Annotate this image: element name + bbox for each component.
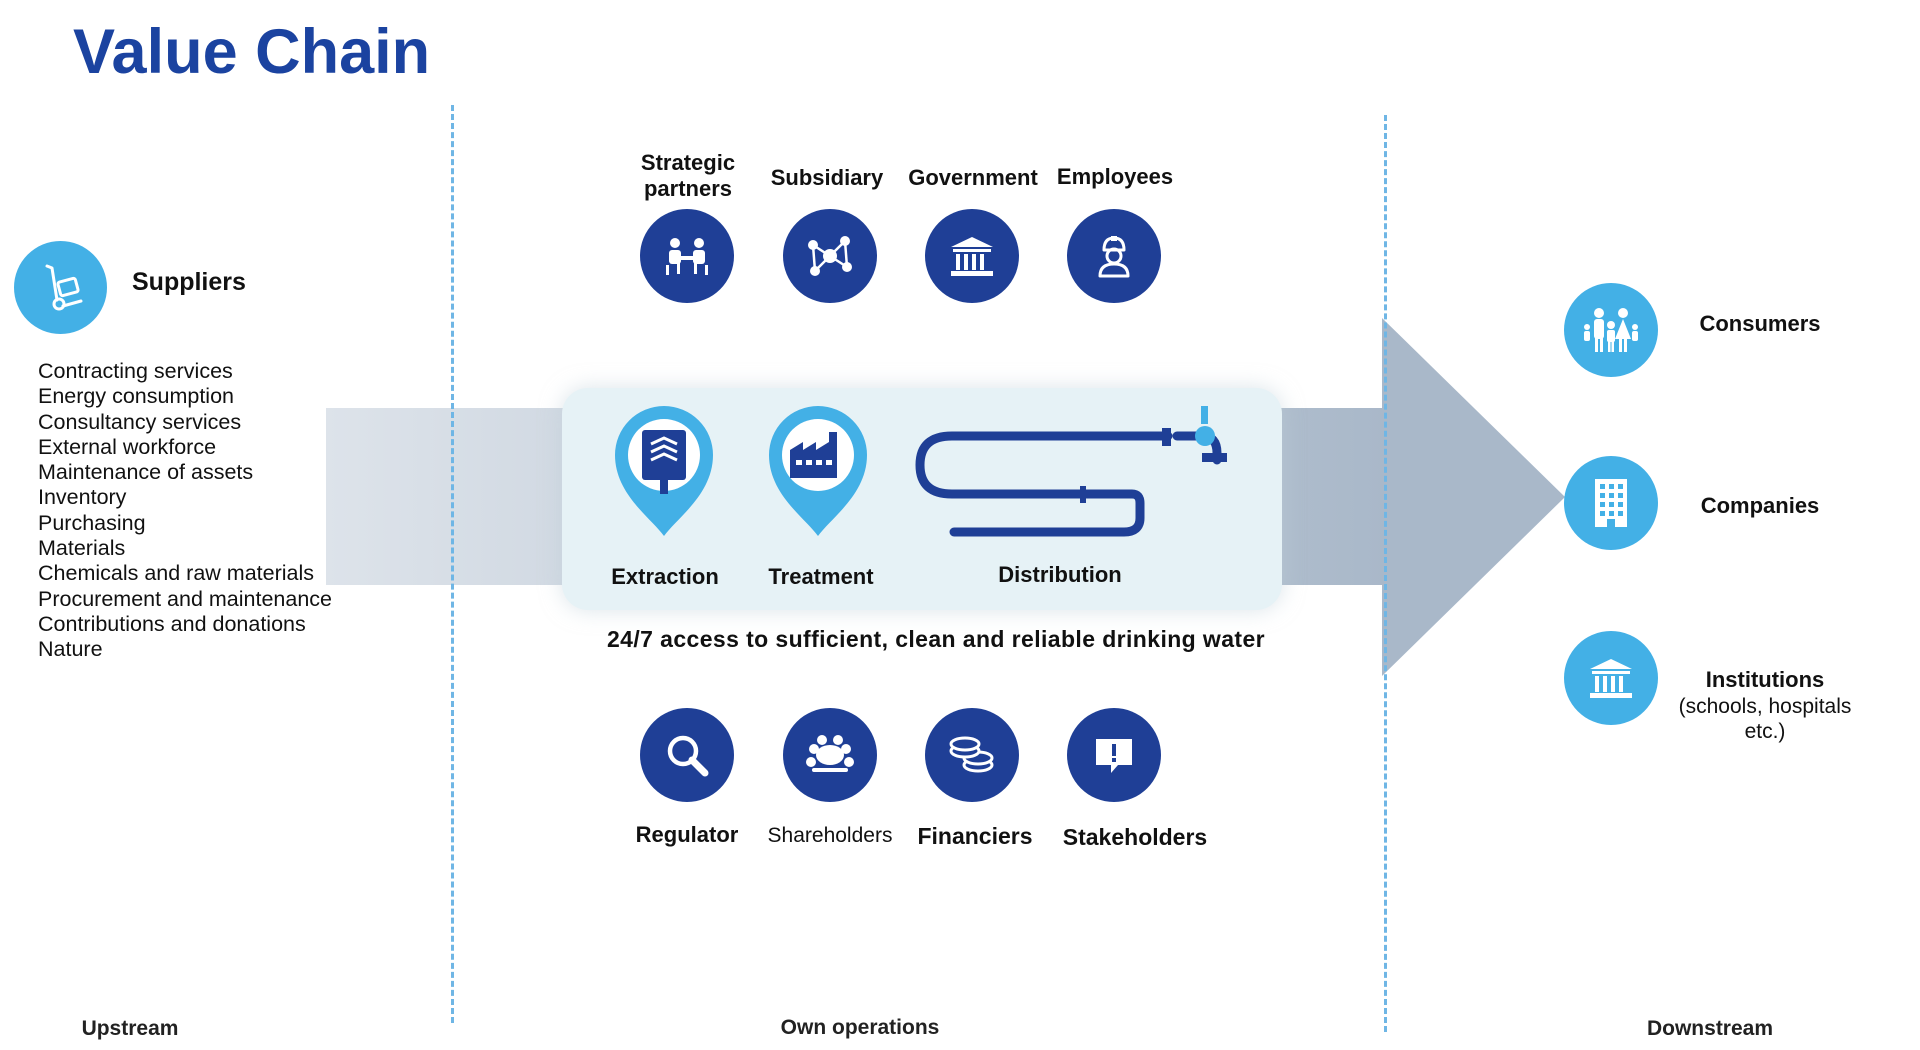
- list-item: Nature: [38, 637, 103, 662]
- consumers-icon: [1564, 283, 1658, 377]
- list-item: Purchasing: [38, 510, 146, 535]
- list-item: Procurement and maintenance: [38, 586, 333, 611]
- section-downstream: Downstream: [1646, 1017, 1774, 1040]
- regulator-icon: [640, 708, 734, 802]
- list-item: External workforce: [38, 434, 217, 459]
- list-item: Maintenance of assets: [38, 460, 254, 485]
- list-item: Contributions and donations: [38, 611, 306, 636]
- distribution-label: Distribution: [998, 562, 1122, 587]
- consumers-label: Consumers: [1699, 311, 1821, 336]
- treatment-label: Treatment: [768, 564, 874, 589]
- shareholders-label: Shareholders: [767, 824, 893, 847]
- mission-tagline: 24/7 access to sufficient, clean and rel…: [606, 626, 1266, 652]
- suppliers-list: Contracting services Energy consumption …: [38, 359, 332, 663]
- financiers-label: Financiers: [917, 823, 1033, 849]
- strategic-partners-label: Strategic partners: [640, 150, 736, 201]
- divider-upstream: [451, 105, 454, 1023]
- institutions-label: Institutions: [1705, 667, 1825, 692]
- suppliers-icon: [14, 241, 107, 334]
- list-item: Contracting services: [38, 359, 233, 383]
- divider-downstream: [1384, 115, 1387, 1032]
- extraction-icon: [615, 406, 713, 536]
- employees-label: Employees: [1056, 164, 1174, 189]
- suppliers-label: Suppliers: [132, 268, 246, 296]
- stakeholders-label: Stakeholders: [1062, 824, 1208, 850]
- subsidiary-label: Subsidiary: [770, 165, 884, 190]
- section-upstream: Upstream: [81, 1017, 179, 1040]
- strategic-partners-icon: [640, 209, 734, 303]
- stakeholders-icon: [1067, 708, 1161, 802]
- institutions-note: (schools, hospitals etc.): [1678, 695, 1852, 743]
- government-label: Government: [908, 165, 1038, 190]
- distribution-icon: [915, 406, 1227, 537]
- subsidiary-icon: [783, 209, 877, 303]
- regulator-label: Regulator: [635, 822, 739, 847]
- treatment-icon: [769, 406, 867, 536]
- list-item: Inventory: [38, 485, 127, 510]
- list-item: Energy consumption: [38, 384, 234, 409]
- shareholders-icon: [783, 708, 877, 802]
- employees-icon: [1067, 209, 1161, 303]
- list-item: Consultancy services: [38, 409, 242, 434]
- list-item: Chemicals and raw materials: [38, 561, 315, 586]
- extraction-label: Extraction: [611, 564, 719, 589]
- financiers-icon: [925, 708, 1019, 802]
- companies-label: Companies: [1700, 493, 1820, 518]
- list-item: Materials: [38, 536, 126, 561]
- section-own-operations: Own operations: [780, 1016, 940, 1039]
- companies-icon: [1564, 456, 1658, 550]
- government-icon: [925, 209, 1019, 303]
- institutions-icon: [1564, 631, 1658, 725]
- page-title: Value Chain: [73, 17, 431, 87]
